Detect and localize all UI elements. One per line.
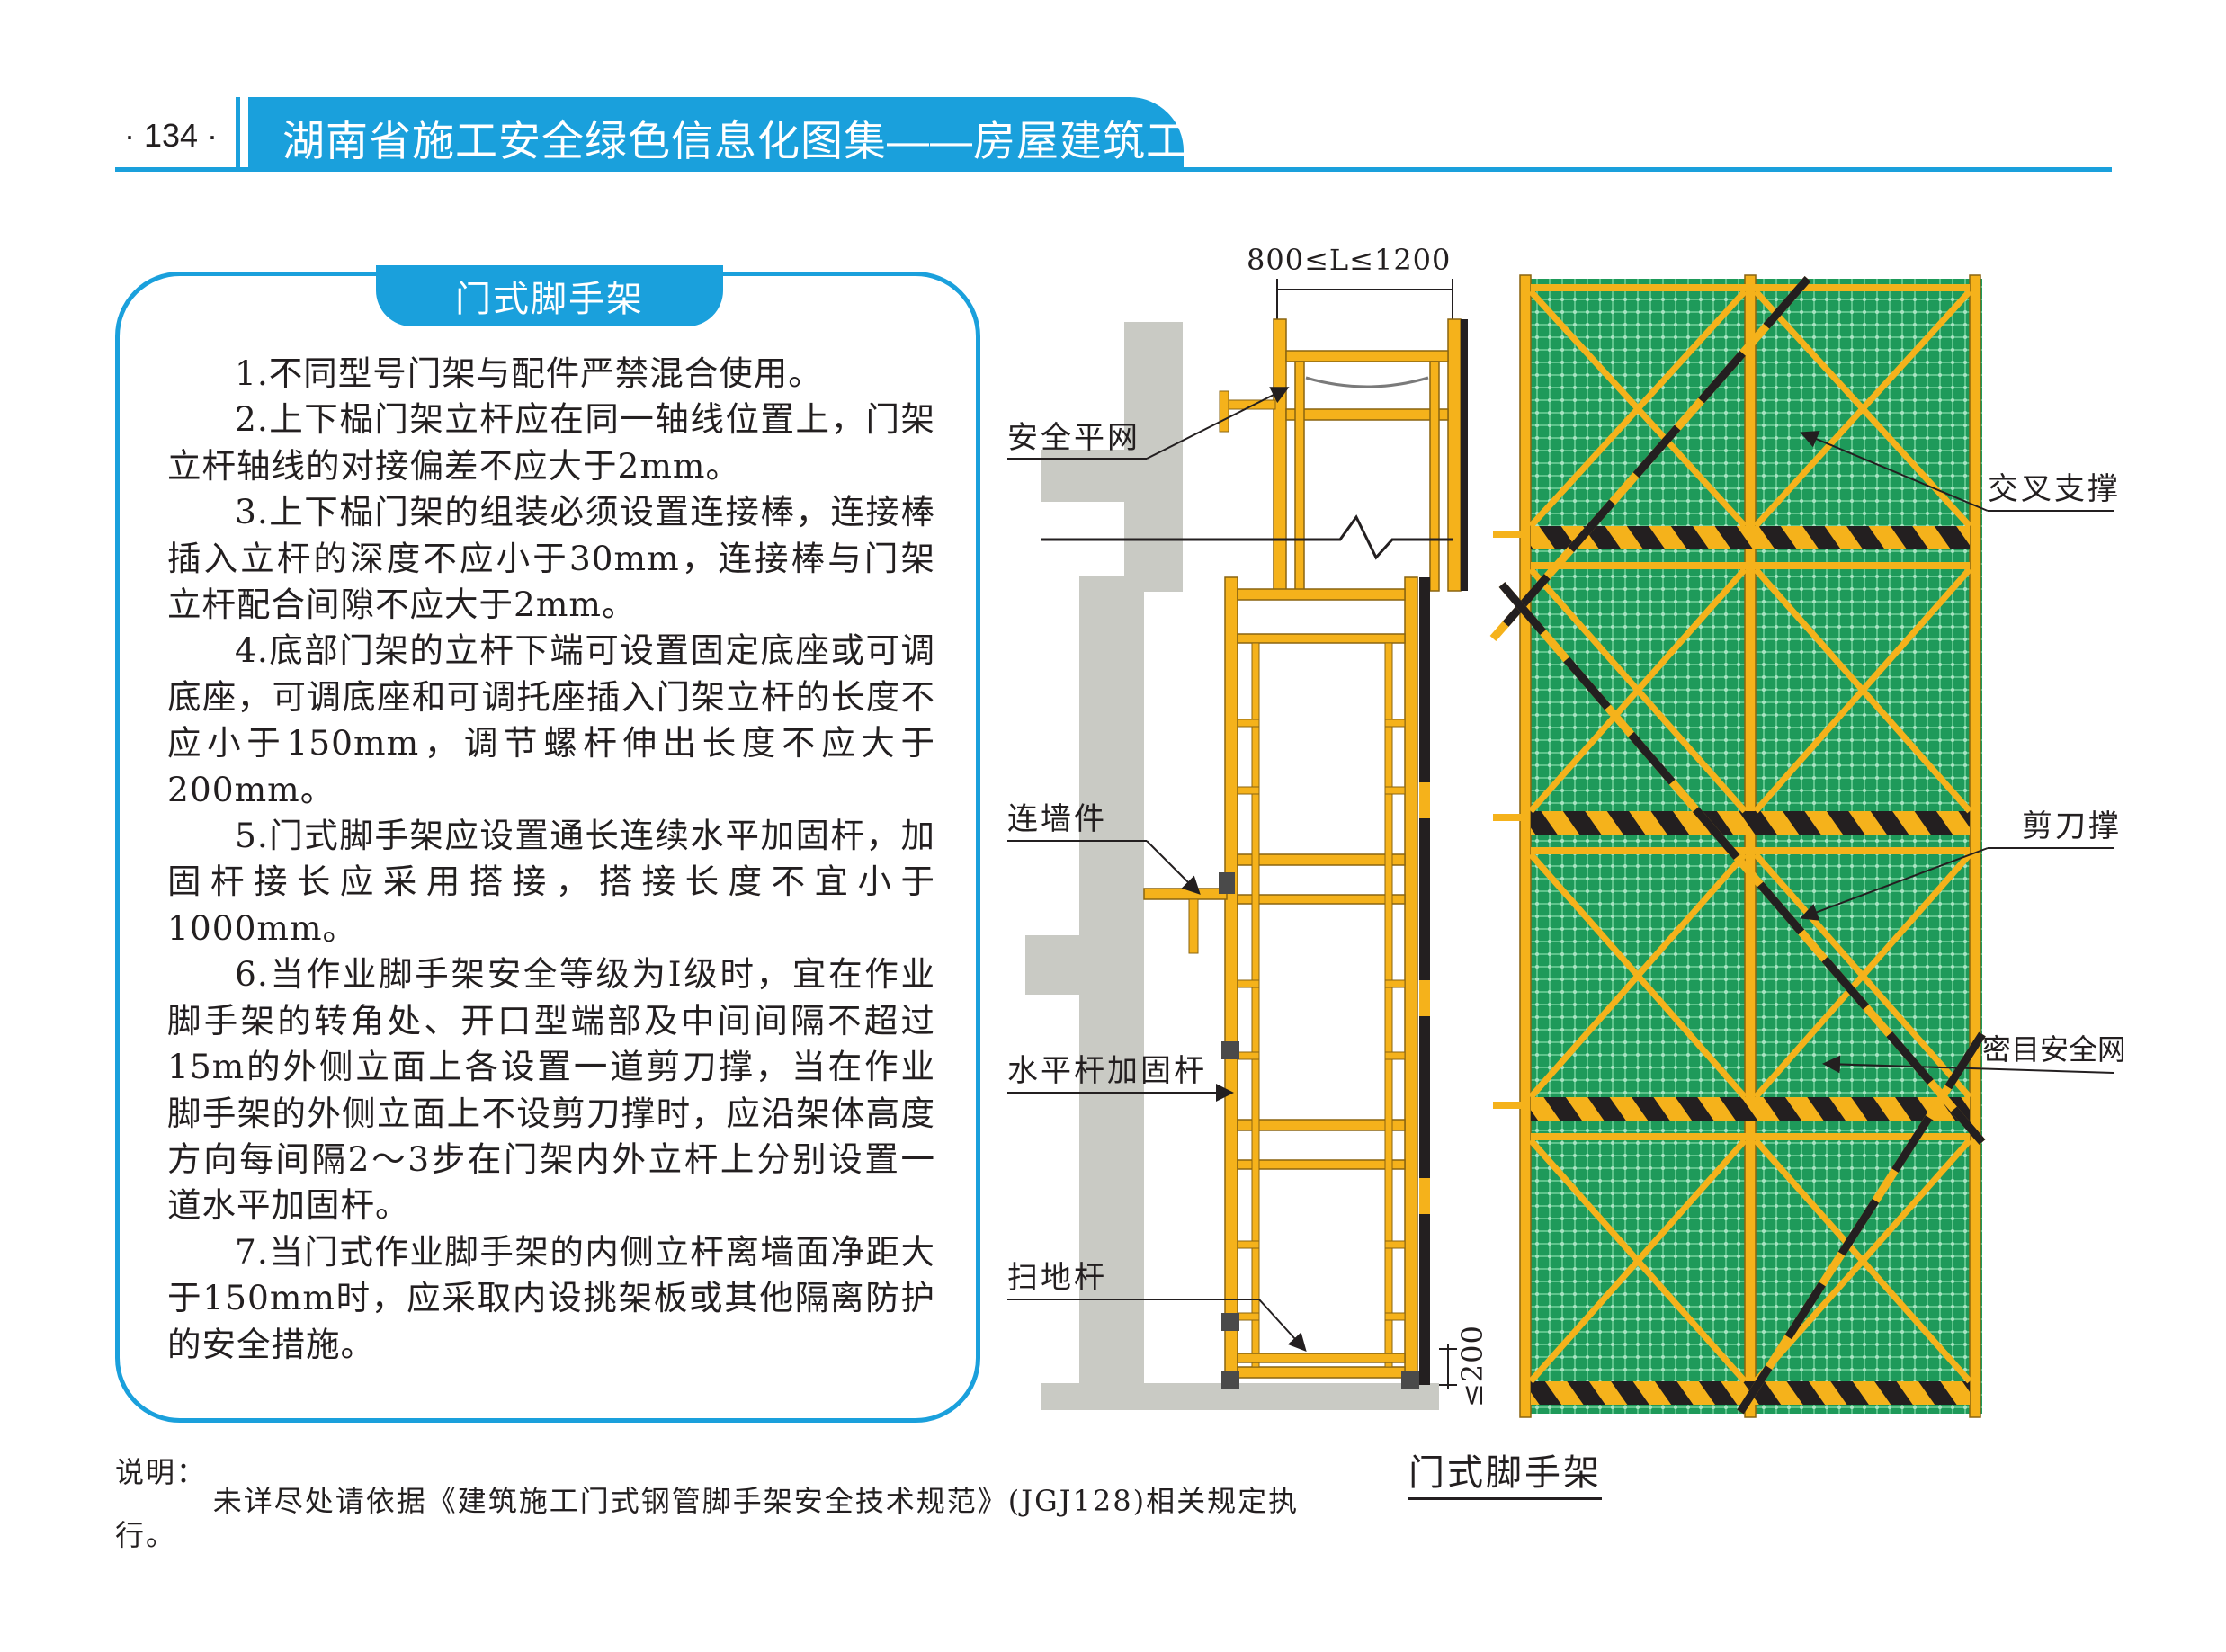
- section-title: 门式脚手架: [455, 280, 644, 319]
- label-dense-mesh-net: 密目安全网: [1982, 1032, 2123, 1067]
- label-sweep-bar: 扫地杆: [1007, 1260, 1107, 1296]
- clause-7: 7.当门式作业脚手架的内侧立杆离墙面净距大于150mm时，应采取内设挑架板或其他…: [167, 1231, 935, 1364]
- figure-caption: 门式脚手架: [1408, 1443, 1602, 1500]
- upper-slab: [1041, 450, 1183, 502]
- dimension-bottom: ≤200: [1455, 1325, 1489, 1407]
- clause-6: 6.当作业脚手架安全等级为I级时，宜在作业脚手架的转角处、开口型端部及中间间隔不…: [167, 954, 935, 1226]
- clause-list: 1.不同型号门架与配件严禁混合使用。 2.上下榀门架立杆应在同一轴线位置上，门架…: [167, 351, 935, 1368]
- hazard-ledger: [1531, 526, 1970, 549]
- notes-body: 未详尽处请依据《建筑施工门式钢管脚手架安全技术规范》(JGJ128)相关规定执行…: [115, 1484, 1300, 1552]
- label-safety-flat-net: 安全平网: [1007, 420, 1140, 456]
- upper-section: 800≤L≤1200: [1007, 243, 1468, 592]
- break-line: [1041, 514, 1453, 560]
- header-rule: [115, 167, 2112, 172]
- header-title-bar: [248, 97, 1184, 169]
- ground-slab: [1041, 1383, 1439, 1410]
- dimension-top: 800≤L≤1200: [1247, 243, 1451, 277]
- elevation-view: [1489, 274, 2114, 1418]
- header-separator: [236, 97, 240, 169]
- label-horizontal-brace: 水平杆加固杆: [1007, 1053, 1207, 1089]
- label-scissor-brace: 剪刀撑: [2022, 808, 2122, 844]
- label-wall-tie: 连墙件: [1007, 801, 1107, 837]
- clause-2: 2.上下榀门架立杆应在同一轴线位置上，门架立杆轴线的对接偏差不应大于2mm。: [167, 399, 935, 486]
- clause-4: 4.底部门架的立杆下端可设置固定底座或可调底座，可调底座和可调托座插入门架立杆的…: [167, 630, 935, 809]
- notes-heading: 说明：: [115, 1455, 208, 1489]
- clause-3: 3.上下榀门架的组装必须设置连接棒，连接棒插入立杆的深度不应小于30mm，连接棒…: [167, 492, 935, 625]
- section-title-tab: [376, 265, 723, 326]
- clause-5: 5.门式脚手架应设置通长连续水平加固杆，加固杆接长应采用搭接，搭接长度不宜小于1…: [167, 816, 935, 948]
- label-cross-brace: 交叉支撑: [1988, 471, 2121, 507]
- scaffold-drawing: 800≤L≤1200: [1007, 243, 2123, 1418]
- book-title: 湖南省施工安全绿色信息化图集——房屋建筑工程: [282, 117, 1232, 165]
- page-number: · 134 ·: [124, 117, 219, 154]
- scissor-brace: [1489, 276, 1986, 1415]
- clause-1: 1.不同型号门架与配件严禁混合使用。: [235, 353, 823, 393]
- lower-section: ≤200: [1007, 576, 1489, 1410]
